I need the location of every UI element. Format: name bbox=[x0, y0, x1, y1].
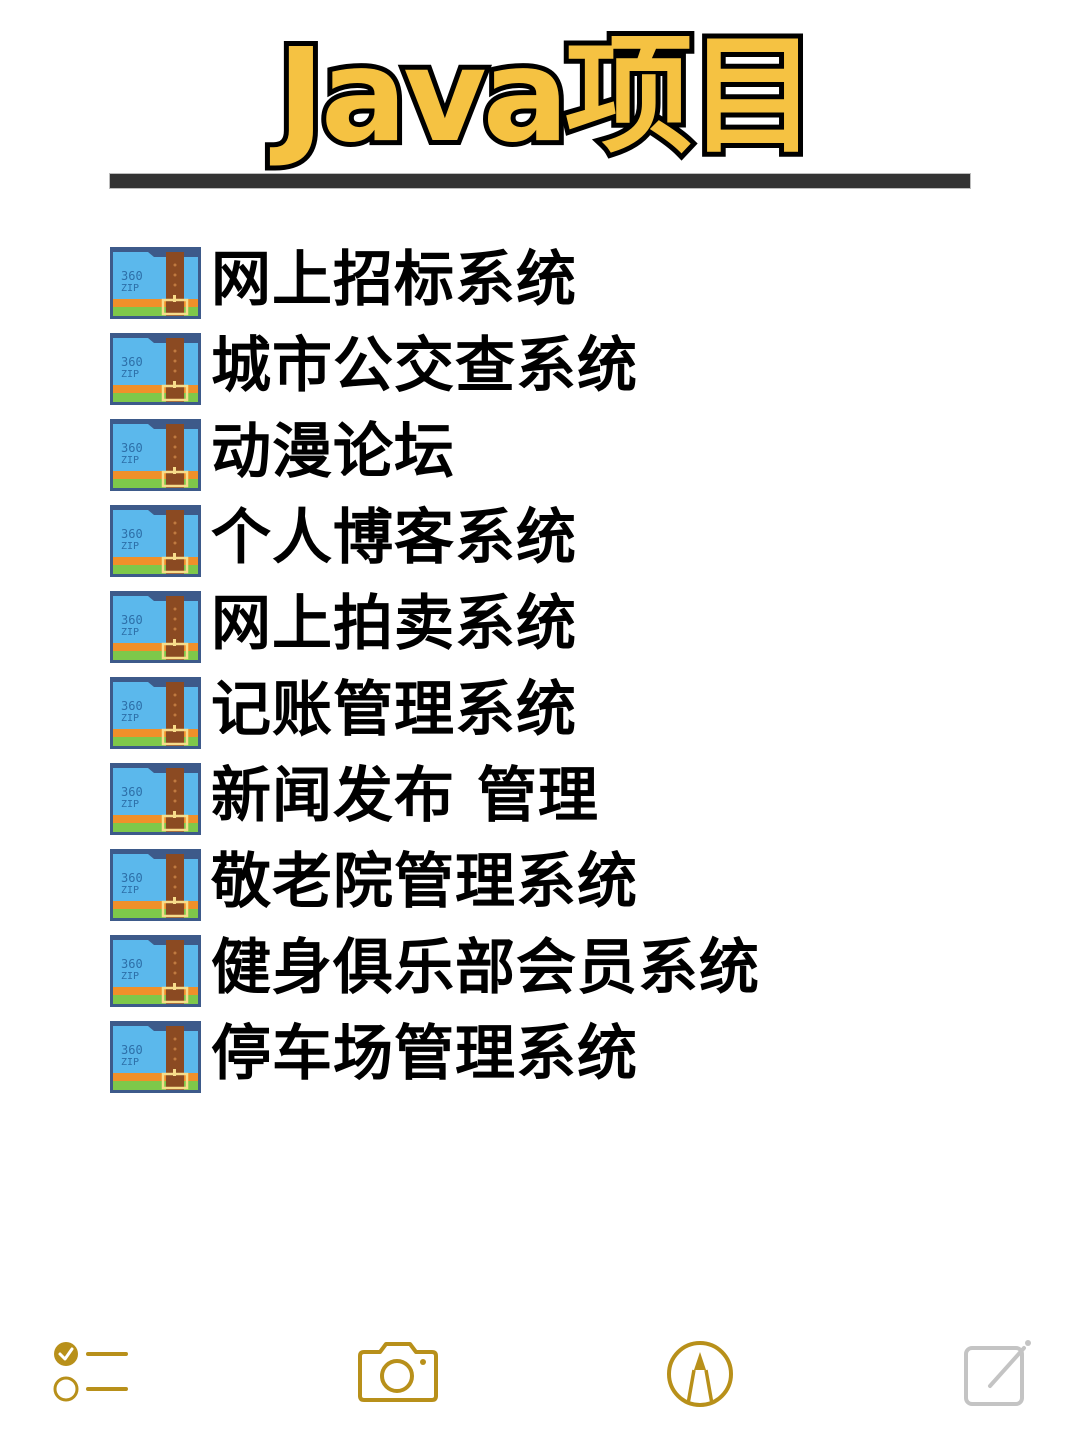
list-item[interactable]: 360 ZIP 网上招标系统 bbox=[110, 247, 760, 333]
list-item[interactable]: 360 ZIP 动漫论坛 bbox=[110, 419, 760, 505]
svg-text:360: 360 bbox=[121, 269, 143, 283]
svg-text:360: 360 bbox=[121, 613, 143, 627]
svg-text:360: 360 bbox=[121, 527, 143, 541]
svg-text:ZIP: ZIP bbox=[121, 627, 139, 638]
svg-text:360: 360 bbox=[121, 699, 143, 713]
360zip-archive-icon: 360 ZIP bbox=[110, 333, 201, 405]
svg-text:ZIP: ZIP bbox=[121, 885, 139, 896]
list-item-label: 网上拍卖系统 bbox=[211, 589, 577, 659]
checklist-icon bbox=[53, 1342, 128, 1402]
360zip-archive-icon: 360 ZIP bbox=[110, 419, 201, 491]
360zip-archive-icon: 360 ZIP bbox=[110, 1021, 201, 1093]
360zip-archive-icon: 360 ZIP bbox=[110, 849, 201, 921]
svg-text:ZIP: ZIP bbox=[121, 455, 139, 466]
project-list: 360 ZIP 网上招标系统 360 ZIP 城市公交查系统 bbox=[110, 247, 760, 1107]
360zip-archive-icon: 360 ZIP bbox=[110, 763, 201, 835]
list-item-label: 停车场管理系统 bbox=[211, 1019, 638, 1089]
svg-text:360: 360 bbox=[121, 355, 143, 369]
360zip-archive-icon: 360 ZIP bbox=[110, 505, 201, 577]
svg-text:ZIP: ZIP bbox=[121, 971, 139, 982]
svg-text:360: 360 bbox=[121, 957, 143, 971]
svg-text:360: 360 bbox=[121, 1043, 143, 1057]
checklist-button[interactable] bbox=[52, 1340, 130, 1406]
list-item-label: 新闻发布 管理 bbox=[211, 761, 599, 831]
svg-text:ZIP: ZIP bbox=[121, 799, 139, 810]
list-item[interactable]: 360 ZIP 健身俱乐部会员系统 bbox=[110, 935, 760, 1021]
list-item[interactable]: 360 ZIP 网上拍卖系统 bbox=[110, 591, 760, 677]
svg-text:360: 360 bbox=[121, 441, 143, 455]
compose-button[interactable] bbox=[962, 1338, 1034, 1414]
header: Java项目 bbox=[0, 22, 1080, 172]
list-item-label: 敬老院管理系统 bbox=[211, 847, 638, 917]
list-item[interactable]: 360 ZIP 个人博客系统 bbox=[110, 505, 760, 591]
bottom-toolbar bbox=[0, 1330, 1080, 1430]
list-item-label: 网上招标系统 bbox=[211, 245, 577, 315]
camera-button[interactable] bbox=[356, 1340, 440, 1408]
list-item[interactable]: 360 ZIP 新闻发布 管理 bbox=[110, 763, 760, 849]
list-item[interactable]: 360 ZIP 敬老院管理系统 bbox=[110, 849, 760, 935]
svg-text:ZIP: ZIP bbox=[121, 283, 139, 294]
markup-pen-icon bbox=[667, 1341, 733, 1407]
compose-icon bbox=[964, 1340, 1031, 1406]
markup-button[interactable] bbox=[665, 1340, 735, 1414]
svg-text:360: 360 bbox=[121, 785, 143, 799]
list-item-label: 健身俱乐部会员系统 bbox=[211, 933, 760, 1003]
list-item-label: 记账管理系统 bbox=[211, 675, 577, 745]
360zip-archive-icon: 360 ZIP bbox=[110, 247, 201, 319]
title-divider bbox=[110, 174, 970, 188]
360zip-archive-icon: 360 ZIP bbox=[110, 677, 201, 749]
list-item-label: 动漫论坛 bbox=[211, 417, 455, 487]
360zip-archive-icon: 360 ZIP bbox=[110, 935, 201, 1007]
360zip-archive-icon: 360 ZIP bbox=[110, 591, 201, 663]
list-item[interactable]: 360 ZIP 记账管理系统 bbox=[110, 677, 760, 763]
list-item[interactable]: 360 ZIP 停车场管理系统 bbox=[110, 1021, 760, 1107]
svg-text:360: 360 bbox=[121, 871, 143, 885]
svg-text:ZIP: ZIP bbox=[121, 713, 139, 724]
svg-text:ZIP: ZIP bbox=[121, 369, 139, 380]
list-item[interactable]: 360 ZIP 城市公交查系统 bbox=[110, 333, 760, 419]
camera-icon bbox=[358, 1342, 438, 1402]
page-title: Java项目 bbox=[272, 22, 822, 171]
svg-text:ZIP: ZIP bbox=[121, 541, 139, 552]
list-item-label: 个人博客系统 bbox=[211, 503, 577, 573]
list-item-label: 城市公交查系统 bbox=[211, 331, 638, 401]
svg-text:ZIP: ZIP bbox=[121, 1057, 139, 1068]
